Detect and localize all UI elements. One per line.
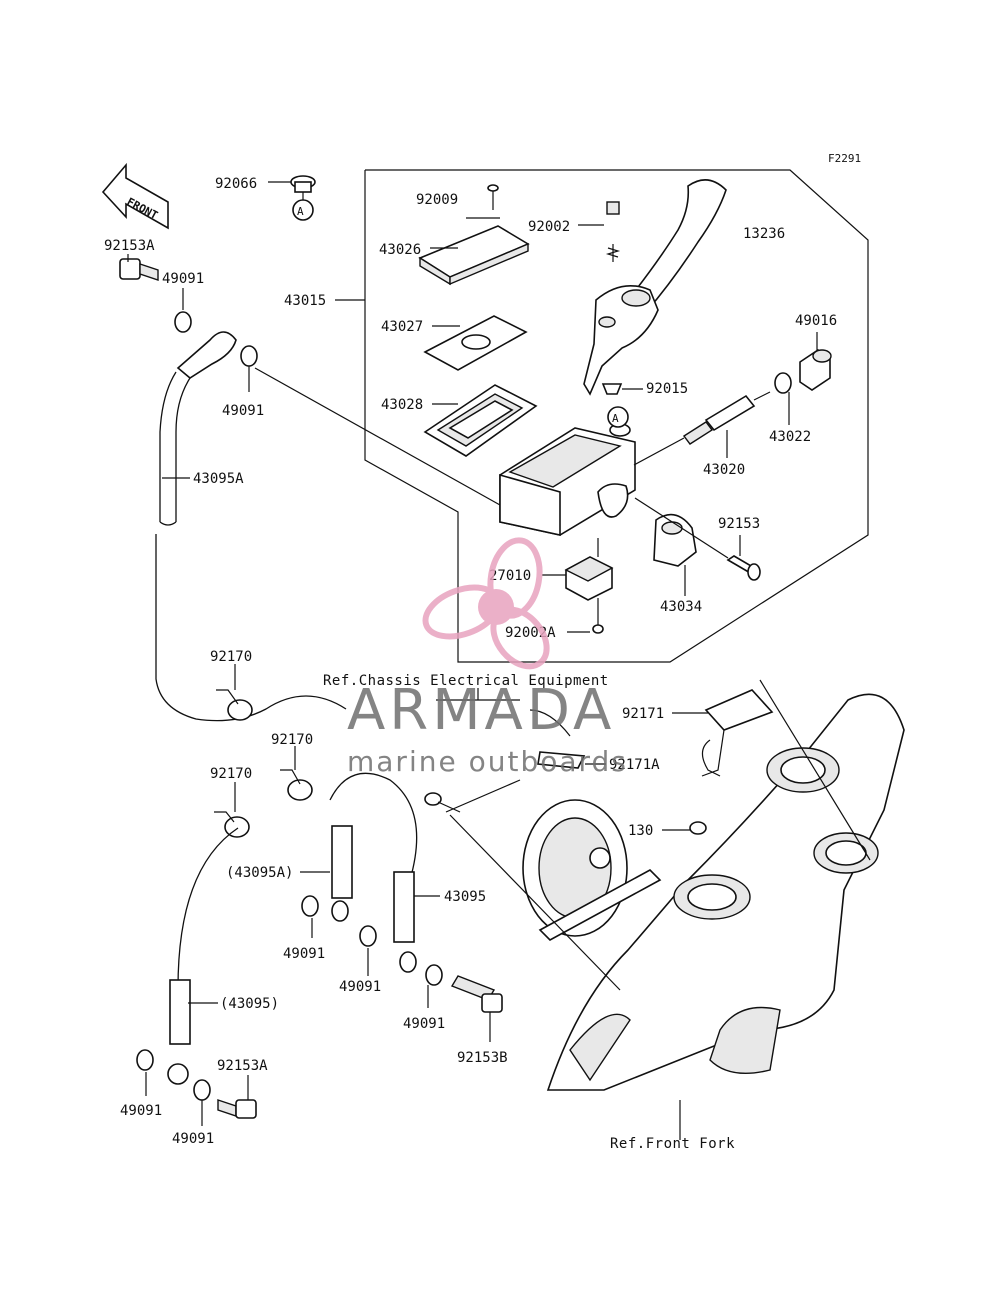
diaphragm-43028: [423, 384, 538, 457]
washer-49091-f: [136, 1049, 154, 1071]
bracket-92171A: [529, 709, 586, 769]
lever-13236: [583, 179, 727, 396]
label-92170-a: 92170: [210, 649, 252, 665]
label-92170-c: 92170: [210, 766, 252, 782]
marker-a-top: [292, 199, 314, 221]
clamp-92170-a: [216, 689, 253, 721]
label-49091-g: 49091: [172, 1131, 214, 1147]
switch-27010: [564, 556, 614, 601]
washer-49091-g: [193, 1079, 211, 1101]
label-49091-c: 49091: [283, 946, 325, 962]
ref-front-fork: Ref.Front Fork: [610, 1136, 735, 1152]
watermark-brand: ARMADA: [347, 678, 615, 743]
watermark-tagline: marine outboards: [347, 745, 628, 778]
marker-a-body: [607, 406, 629, 428]
label-92153A-bottom: 92153A: [217, 1058, 268, 1074]
propeller-logo: [422, 537, 550, 670]
plate-43027: [423, 315, 528, 371]
label-43028: 43028: [381, 397, 423, 413]
washer-49091-b: [240, 345, 258, 367]
label-92153B: 92153B: [457, 1050, 508, 1066]
label-43095A: 43095A: [193, 471, 244, 487]
marker-a-top-label: A: [297, 205, 304, 218]
label-92002: 92002: [528, 219, 570, 235]
hose-43095-lower: [167, 827, 239, 1085]
washer-49091-e: [425, 964, 443, 986]
clamp-130: [689, 821, 707, 835]
label-92066: 92066: [215, 176, 257, 192]
label-43034: 43034: [660, 599, 702, 615]
label-92153: 92153: [718, 516, 760, 532]
washer-49091-c: [301, 895, 319, 917]
label-49016: 49016: [795, 313, 837, 329]
boot-49016: [799, 349, 832, 391]
cover-43026: [418, 225, 530, 286]
cap-92066: [268, 175, 316, 200]
washer-49091-d: [359, 925, 377, 947]
label-43026: 43026: [379, 242, 421, 258]
ring-43022: [774, 372, 792, 394]
bolt-92153A-bottom: [217, 1099, 257, 1119]
front-direction-arrow: FRONT: [101, 162, 169, 230]
hose-43095A-lower: [329, 772, 418, 922]
label-43027: 43027: [381, 319, 423, 335]
piston-43020: [633, 391, 771, 466]
spring-92002: [605, 201, 621, 262]
bolt-92153: [634, 497, 761, 581]
label-49091-e: 49091: [403, 1016, 445, 1032]
label-92171: 92171: [622, 706, 664, 722]
washer-49091-a: [174, 311, 192, 333]
label-leaders: [127, 217, 818, 1126]
assembly-leader-line: [254, 367, 501, 506]
bolt-92153B: [450, 975, 503, 1013]
clamp-92170-c: [214, 811, 250, 838]
front-fork-assembly: [546, 679, 905, 1140]
marker-a-body-label: A: [612, 412, 619, 425]
bolt-horn: [424, 779, 621, 991]
screw-92009: [487, 184, 499, 210]
screw-92002A: [592, 538, 604, 634]
pivot-92015: [601, 383, 623, 395]
label-49091-d: 49091: [339, 979, 381, 995]
label-49091-f: 49091: [120, 1103, 162, 1119]
label-49091-a: 49091: [162, 271, 204, 287]
label-43095-paren: (43095): [220, 996, 279, 1012]
master-cylinder-body: [499, 423, 636, 536]
label-43015: 43015: [284, 293, 326, 309]
assembly-outline: [364, 169, 869, 663]
label-13236: 13236: [743, 226, 785, 242]
label-43095A-paren: (43095A): [226, 865, 293, 881]
label-27010: 27010: [489, 568, 531, 584]
label-92015: 92015: [646, 381, 688, 397]
label-49091-b: 49091: [222, 403, 264, 419]
label-43022: 43022: [769, 429, 811, 445]
armada-watermark: ARMADA marine outboards: [347, 537, 628, 778]
label-130: 130: [628, 823, 653, 839]
hose-43095-mid: [393, 871, 417, 973]
label-43095: 43095: [444, 889, 486, 905]
label-92009: 92009: [416, 192, 458, 208]
diagram-code: F2291: [828, 152, 861, 165]
label-92170-b: 92170: [271, 732, 313, 748]
label-92171A: 92171A: [609, 757, 660, 773]
horn-assembly: [522, 799, 662, 941]
label-92153A-top: 92153A: [104, 238, 155, 254]
label-43020: 43020: [703, 462, 745, 478]
clamp-92170-b: [280, 769, 313, 801]
clamp-43034: [653, 513, 697, 567]
bracket-92171: [701, 689, 774, 777]
label-92002A: 92002A: [505, 625, 556, 641]
ref-chassis-electrical: Ref.Chassis Electrical Equipment: [323, 673, 609, 689]
bolt-92153A-top: [119, 258, 159, 281]
